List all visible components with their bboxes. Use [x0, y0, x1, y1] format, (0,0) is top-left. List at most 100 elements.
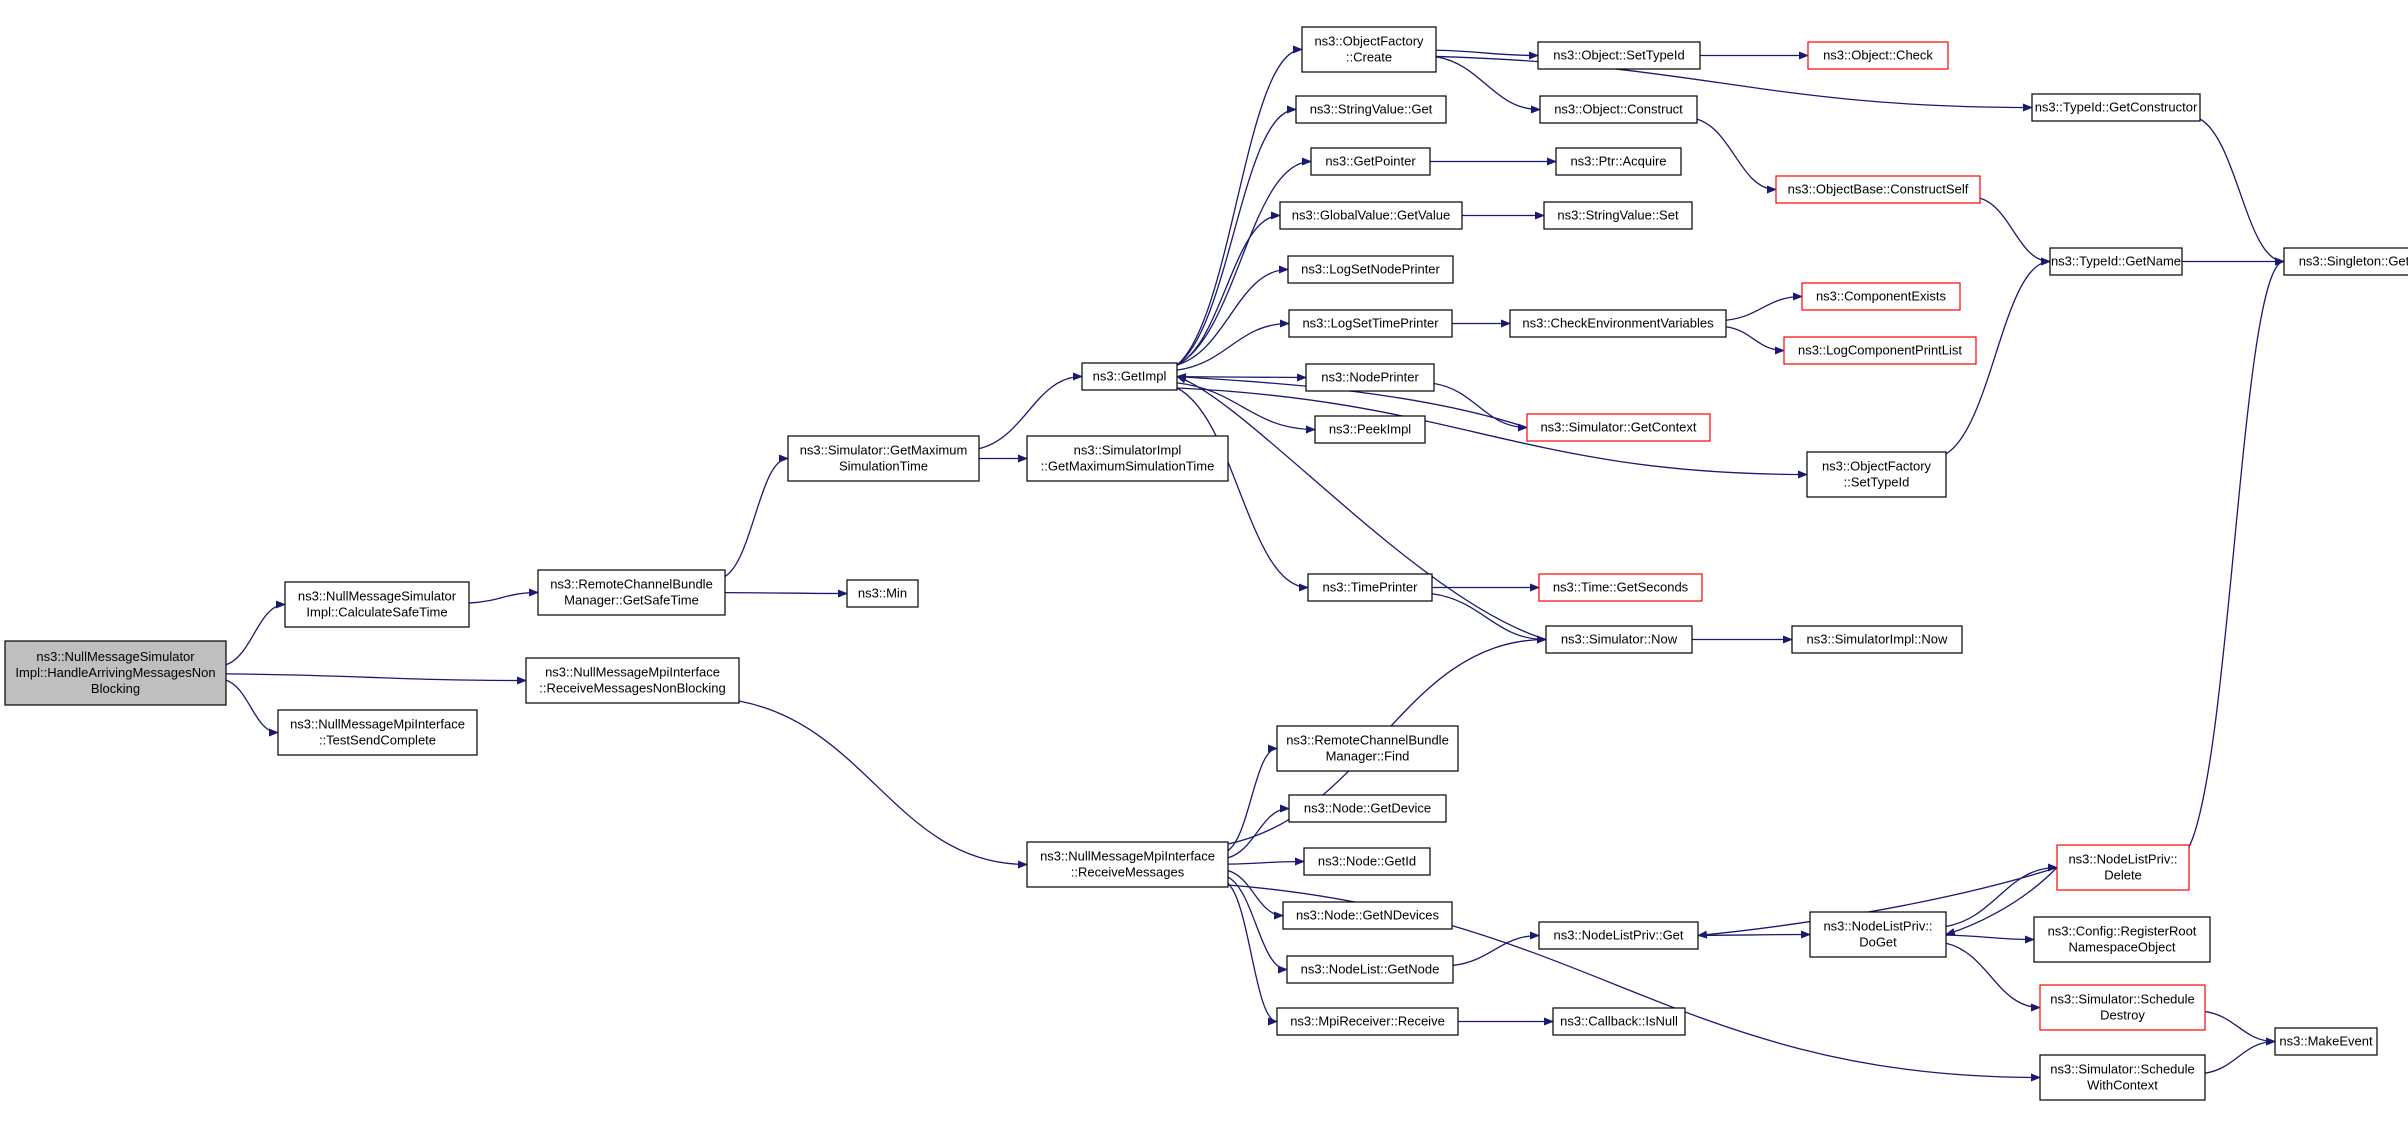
node-label: ns3::Simulator::Schedule	[2050, 992, 2195, 1007]
node-box-simnow	[1545, 625, 1693, 654]
node-timeprinter[interactable]: ns3::TimePrinter	[1307, 573, 1433, 602]
node-strget[interactable]: ns3::StringValue::Get	[1295, 95, 1447, 124]
node-nodegetndev[interactable]: ns3::Node::GetNDevices	[1282, 901, 1453, 930]
node-label: ns3::ObjectFactory	[1314, 34, 1424, 49]
node-getptr[interactable]: ns3::GetPointer	[1310, 147, 1431, 176]
node-box-typeidctor	[2031, 93, 2201, 122]
node-box-strget	[1295, 95, 1447, 124]
node-box-rcbfind	[1276, 725, 1459, 772]
node-box-getsafe	[537, 569, 726, 616]
node-label: ns3::NullMessageSimulator	[36, 649, 195, 664]
node-mpirecv[interactable]: ns3::MpiReceiver::Receive	[1276, 1007, 1459, 1036]
node-getimpl[interactable]: ns3::GetImpl	[1081, 362, 1178, 391]
node-lognode[interactable]: ns3::LogSetNodePrinter	[1287, 255, 1454, 284]
node-objbase[interactable]: ns3::ObjectBase::ConstructSelf	[1775, 175, 1981, 204]
node-getmax[interactable]: ns3::Simulator::GetMaximumSimulationTime	[787, 435, 980, 482]
node-box-gvget	[1279, 201, 1463, 230]
node-nlpdoget[interactable]: ns3::NodeListPriv::DoGet	[1809, 911, 1947, 958]
call-edges	[225, 45, 2285, 1082]
edge-checkenv-to-logcomp	[1725, 326, 1785, 355]
edge-nodeprinter-to-simctx	[1433, 382, 1528, 432]
edge-ofcreate-to-setTypeId	[1435, 49, 1539, 60]
edge-getimpl-to-ofcreate	[1176, 45, 1303, 366]
node-nodegetdev[interactable]: ns3::Node::GetDevice	[1288, 794, 1447, 823]
node-ptracquire[interactable]: ns3::Ptr::Acquire	[1555, 147, 1682, 176]
node-label: Delete	[2104, 868, 2142, 883]
node-calc[interactable]: ns3::NullMessageSimulatorImpl::Calculate…	[284, 581, 470, 628]
node-nodegetid[interactable]: ns3::Node::GetId	[1303, 847, 1431, 876]
edge-nlpdoget-to-simsched	[1945, 942, 2041, 1012]
node-typeidctor[interactable]: ns3::TypeId::GetConstructor	[2031, 93, 2201, 122]
node-box-cbisnull	[1552, 1007, 1686, 1036]
node-logcomp[interactable]: ns3::LogComponentPrintList	[1783, 336, 1977, 365]
node-box-objcheck	[1807, 41, 1949, 70]
node-simimplnow[interactable]: ns3::SimulatorImpl::Now	[1791, 625, 1963, 654]
edge-recvmsgs-to-rcbfind	[1227, 744, 1278, 852]
edge-getimpl-to-nodeprinter	[1176, 373, 1307, 382]
node-label: ns3::NodeListPriv::Get	[1553, 928, 1683, 943]
node-testsend[interactable]: ns3::NullMessageMpiInterface::TestSendCo…	[277, 709, 478, 756]
node-logtime[interactable]: ns3::LogSetTimePrinter	[1288, 309, 1453, 338]
node-recvnb[interactable]: ns3::NullMessageMpiInterface::ReceiveMes…	[525, 657, 740, 704]
node-label: ns3::NullMessageMpiInterface	[1040, 849, 1215, 864]
edge-getimpl-to-timeprinter	[1176, 387, 1309, 592]
node-objconstruct[interactable]: ns3::Object::Construct	[1539, 95, 1698, 124]
node-ofcreate[interactable]: ns3::ObjectFactory::Create	[1301, 26, 1437, 73]
node-label: ns3::LogComponentPrintList	[1798, 343, 1962, 358]
node-box-root	[4, 640, 227, 706]
node-singleton[interactable]: ns3::Singleton::Get	[2283, 247, 2408, 276]
node-objcheck[interactable]: ns3::Object::Check	[1807, 41, 1949, 70]
node-gvget[interactable]: ns3::GlobalValue::GetValue	[1279, 201, 1463, 230]
node-cbisnull[interactable]: ns3::Callback::IsNull	[1552, 1007, 1686, 1036]
edge-root-to-calc	[225, 600, 286, 666]
node-label: ns3::Config::RegisterRoot	[2048, 924, 2197, 939]
node-ofsettype[interactable]: ns3::ObjectFactory::SetTypeId	[1806, 451, 1947, 498]
node-compexists[interactable]: ns3::ComponentExists	[1801, 282, 1961, 311]
node-nodelistget[interactable]: ns3::NodeList::GetNode	[1286, 955, 1454, 984]
node-label: ns3::Node::GetId	[1318, 854, 1416, 869]
node-typeidname[interactable]: ns3::TypeId::GetName	[2049, 247, 2183, 276]
node-min[interactable]: ns3::Min	[846, 579, 919, 608]
node-getsafe[interactable]: ns3::RemoteChannelBundleManager::GetSafe…	[537, 569, 726, 616]
node-nlpget[interactable]: ns3::NodeListPriv::Get	[1538, 921, 1699, 950]
node-box-ofsettype	[1806, 451, 1947, 498]
node-label: ns3::GlobalValue::GetValue	[1292, 208, 1451, 223]
node-makeevent[interactable]: ns3::MakeEvent	[2274, 1027, 2378, 1056]
node-nodeprinter[interactable]: ns3::NodePrinter	[1305, 363, 1435, 392]
node-timesec[interactable]: ns3::Time::GetSeconds	[1538, 573, 1703, 602]
node-box-nodegetdev	[1288, 794, 1447, 823]
node-simnow[interactable]: ns3::Simulator::Now	[1545, 625, 1693, 654]
node-label: DoGet	[1859, 935, 1897, 950]
node-box-nodelistget	[1286, 955, 1454, 984]
node-peekimpl[interactable]: ns3::PeekImpl	[1314, 415, 1426, 444]
node-label: ns3::ComponentExists	[1816, 289, 1947, 304]
node-label: ns3::Object::Check	[1823, 48, 1933, 63]
edge-simnow-to-getimpl	[1176, 375, 1547, 641]
node-root[interactable]: ns3::NullMessageSimulatorImpl::HandleArr…	[4, 640, 227, 706]
node-setTypeId[interactable]: ns3::Object::SetTypeId	[1537, 41, 1701, 70]
node-strset[interactable]: ns3::StringValue::Set	[1543, 201, 1693, 230]
edge-getimpl-to-logtime	[1176, 319, 1290, 371]
node-label: ns3::Simulator::GetMaximum	[800, 443, 968, 458]
node-label: ns3::ObjectBase::ConstructSelf	[1788, 182, 1969, 197]
node-box-nlpdoget	[1809, 911, 1947, 958]
node-simctx[interactable]: ns3::Simulator::GetContext	[1526, 413, 1711, 442]
node-label: ns3::Object::Construct	[1554, 102, 1683, 117]
node-recvmsgs[interactable]: ns3::NullMessageMpiInterface::ReceiveMes…	[1026, 841, 1229, 888]
edge-objconstruct-to-objbase	[1696, 118, 1777, 194]
node-label: ns3::NodeList::GetNode	[1301, 962, 1440, 977]
node-label: ns3::NodePrinter	[1321, 370, 1419, 385]
edge-getimpl-to-ofsettype	[1176, 387, 1808, 479]
node-box-makeevent	[2274, 1027, 2378, 1056]
node-nlpdelete[interactable]: ns3::NodeListPriv::Delete	[2056, 844, 2190, 891]
node-label: ns3::Node::GetDevice	[1304, 801, 1431, 816]
node-checkenv[interactable]: ns3::CheckEnvironmentVariables	[1509, 309, 1727, 338]
node-label: ::Create	[1346, 50, 1392, 65]
node-simimplmax[interactable]: ns3::SimulatorImpl::GetMaximumSimulation…	[1026, 435, 1229, 482]
node-label: ns3::Callback::IsNull	[1560, 1014, 1678, 1029]
